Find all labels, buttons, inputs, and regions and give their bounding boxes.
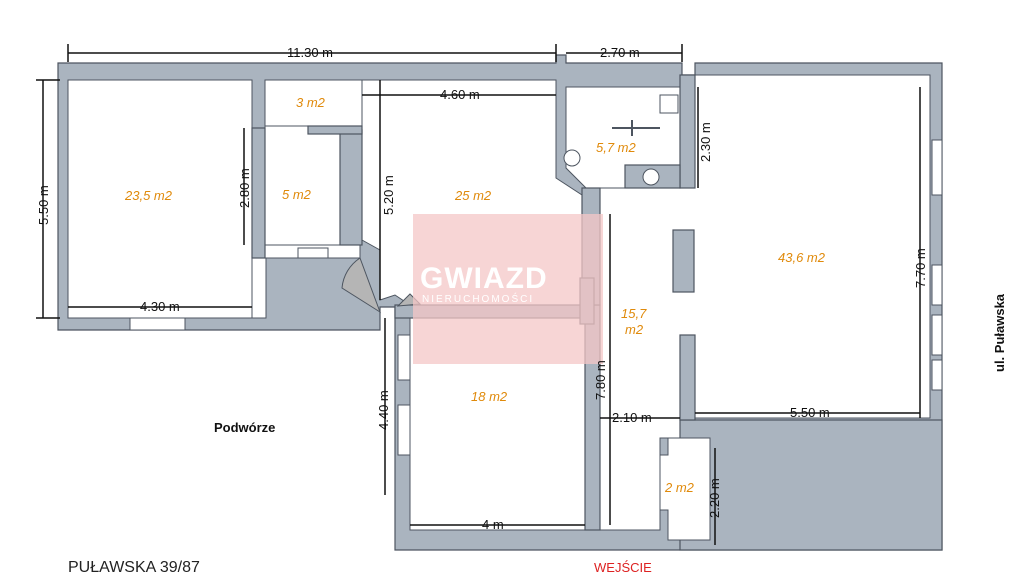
area-room-top-small: 3 m2 [296, 95, 326, 110]
wall-partition-2 [339, 129, 363, 246]
dim-right-room: 7.70 m [913, 248, 928, 288]
room-left-bump [251, 257, 267, 319]
dim-passage: 2.10 m [612, 410, 652, 425]
bath-fixture-sink [659, 94, 679, 114]
area-room-left: 23,5 m2 [124, 188, 173, 203]
bath-shower [563, 149, 581, 167]
dim-right-width: 5.50 m [790, 405, 830, 420]
dim-small-room: 2.80 m [237, 168, 252, 208]
dim-lower-width: 4 m [482, 517, 504, 532]
window-street-1 [931, 139, 943, 196]
area-room-bottom-small: 2 m2 [664, 480, 695, 495]
watermark-box [413, 214, 603, 364]
dim-top-right: 2.70 m [600, 45, 640, 60]
room-left-floor [67, 79, 253, 319]
dim-left-room: 4.30 m [140, 299, 180, 314]
dim-left: 5.50 m [36, 185, 51, 225]
label-entrance: WEJŚCIE [594, 560, 652, 575]
dim-bath: 2.30 m [698, 122, 713, 162]
dim-lower-room: 4.40 m [376, 390, 391, 430]
wall-partition-6 [679, 334, 696, 421]
area-room-center-2: m2 [625, 322, 644, 337]
wall-partition-1 [251, 127, 266, 259]
window-street-2 [931, 264, 943, 306]
area-room-closet: 5 m2 [282, 187, 312, 202]
window-street-3 [931, 314, 943, 356]
window-lower-1 [397, 334, 411, 381]
wall-bottom-right [679, 419, 943, 551]
door-swing [341, 257, 381, 314]
wall-partition-9 [672, 229, 695, 293]
wall-partition-7 [679, 74, 696, 189]
window-street-4 [931, 359, 943, 391]
label-address: PUŁAWSKA 39/87 [68, 559, 200, 576]
window-closet [297, 247, 329, 259]
dim-top-left: 11.30 m [287, 45, 333, 60]
dim-corridor: 4.60 m [440, 87, 480, 102]
area-room-lower: 18 m2 [471, 389, 508, 404]
window-left-bottom [129, 317, 186, 331]
area-room-hall: 25 m2 [454, 188, 492, 203]
area-room-bath: 5,7 m2 [596, 140, 637, 155]
area-room-right: 43,6 m2 [778, 250, 826, 265]
dim-small-bottom: 2.20 m [707, 478, 722, 518]
bath-toilet [642, 168, 660, 186]
wall-partition-3 [307, 125, 363, 135]
watermark-brand: GWIAZD [420, 262, 548, 295]
label-courtyard: Podwórze [214, 420, 275, 435]
watermark-sub: NIERUCHOMOŚCI [422, 292, 534, 305]
label-street: ul. Puławska [992, 293, 1007, 372]
room-bottom-small-floor [659, 437, 711, 541]
dim-center: 7.80 m [593, 360, 608, 400]
dim-hall: 5.20 m [381, 175, 396, 215]
window-lower-2 [397, 404, 411, 456]
area-room-center-1: 15,7 [621, 306, 647, 321]
